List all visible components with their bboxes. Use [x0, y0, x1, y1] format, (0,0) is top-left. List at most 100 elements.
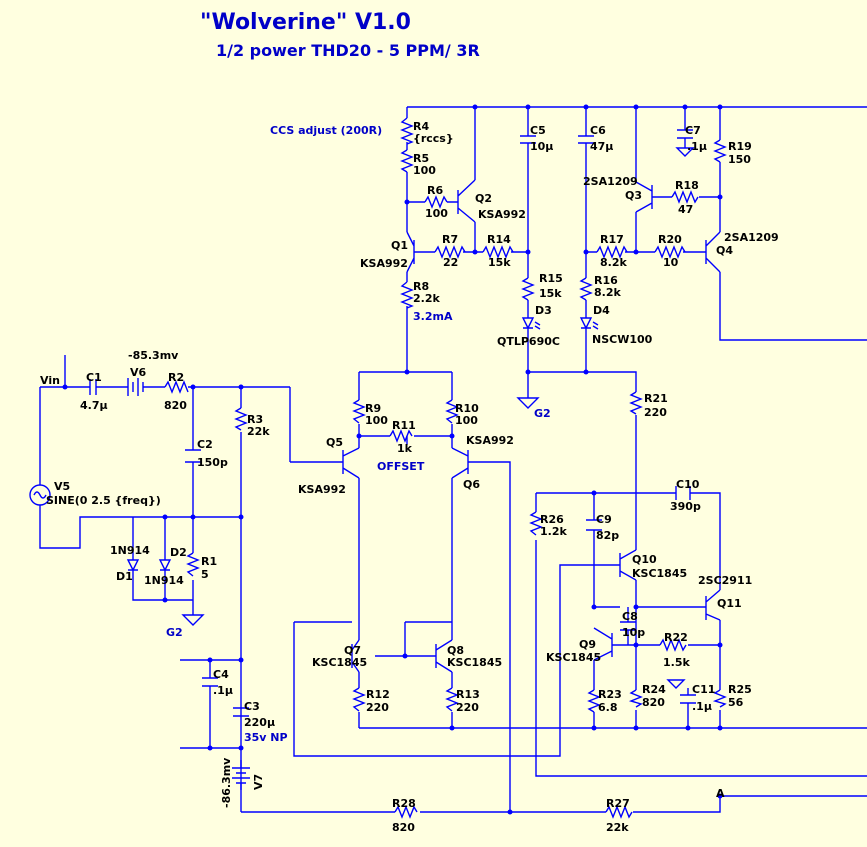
r23-val: 6.8: [598, 701, 618, 714]
r4-ref: R4: [413, 120, 429, 133]
c2-val: 150p: [197, 456, 228, 469]
r7-ref: R7: [442, 233, 458, 246]
r22-val: 1.5k: [663, 656, 690, 669]
r15-ref: R15: [539, 272, 563, 285]
r9-val: 100: [365, 414, 388, 427]
d1-ref: D1: [116, 570, 133, 583]
node-a-label: A: [716, 787, 725, 800]
c5-ref: C5: [530, 124, 546, 137]
r8-val: 2.2k: [413, 292, 440, 305]
r10-ref: R10: [455, 402, 479, 415]
r24-val: 820: [642, 696, 665, 709]
d3-ref: D3: [535, 304, 552, 317]
r11-val: 1k: [397, 442, 413, 455]
c3-ref: C3: [244, 700, 260, 713]
r14-ref: R14: [487, 233, 511, 246]
r28-val: 820: [392, 821, 415, 834]
v6-ref: V6: [130, 366, 147, 379]
capacitors: [89, 129, 696, 717]
wires: [39, 106, 867, 813]
r11-ref: R11: [392, 419, 416, 432]
schematic-title: "Wolverine" V1.0: [200, 10, 411, 35]
q9-ref: Q9: [579, 638, 596, 651]
r20-ref: R20: [658, 233, 682, 246]
r5-ref: R5: [413, 152, 429, 165]
r4-val: {rccs}: [413, 132, 454, 145]
r26-ref: R26: [540, 513, 564, 526]
c4-val: .1µ: [213, 684, 233, 697]
q10-val: KSC1845: [632, 567, 687, 580]
v6-value: -85.3mv: [128, 349, 179, 362]
r25-val: 56: [728, 696, 744, 709]
q10-ref: Q10: [632, 553, 657, 566]
c1-val: 4.7µ: [80, 399, 108, 412]
q5-ref: Q5: [326, 436, 343, 449]
r10-val: 100: [455, 414, 478, 427]
r27-ref: R27: [606, 797, 630, 810]
c3-voltage-note: 35v NP: [244, 731, 288, 744]
g2-label-left: G2: [166, 626, 183, 639]
r14-val: 15k: [488, 256, 511, 269]
q7-ref: Q7: [344, 644, 361, 657]
r17-ref: R17: [600, 233, 624, 246]
q5-val: KSA992: [298, 483, 346, 496]
c6-val: 47µ: [590, 140, 613, 153]
g2-label-mid: G2: [534, 407, 551, 420]
r6-ref: R6: [427, 184, 443, 197]
c7-val: .1µ: [687, 140, 707, 153]
q3-val: 2SA1209: [583, 175, 638, 188]
r13-val: 220: [456, 701, 479, 714]
q9-val: KSC1845: [546, 651, 601, 664]
r1-val: 5: [201, 568, 209, 581]
c11-val: .1µ: [692, 700, 712, 713]
r25-ref: R25: [728, 683, 752, 696]
c6-ref: C6: [590, 124, 606, 137]
q1-val: KSA992: [360, 257, 408, 270]
c10-ref: C10: [676, 478, 700, 491]
r21-ref: R21: [644, 392, 668, 405]
q6-ref: Q6: [463, 478, 480, 491]
r3-val: 22k: [247, 425, 270, 438]
q7-val: KSC1845: [312, 656, 367, 669]
r9-ref: R9: [365, 402, 381, 415]
r2-val: 820: [164, 399, 187, 412]
c5-val: 10µ: [530, 140, 553, 153]
d4-ref: D4: [593, 304, 610, 317]
c2-ref: C2: [197, 438, 213, 451]
q4-ref: Q4: [716, 244, 733, 257]
q11-val: 2SC2911: [698, 574, 752, 587]
r18-val: 47: [678, 203, 693, 216]
schematic-subtitle: 1/2 power THD20 - 5 PPM/ 3R: [216, 41, 480, 60]
r17-val: 8.2k: [600, 256, 627, 269]
r7-val: 22: [443, 256, 458, 269]
q11-ref: Q11: [717, 597, 742, 610]
r1-ref: R1: [201, 555, 217, 568]
ccs-adjust-note: CCS adjust (200R): [270, 124, 382, 137]
r16-ref: R16: [594, 274, 618, 287]
d4-val: NSCW100: [592, 333, 653, 346]
r21-val: 220: [644, 406, 667, 419]
r20-val: 10: [663, 256, 679, 269]
q2-val: KSA992: [478, 208, 526, 221]
q1-ref: Q1: [391, 239, 408, 252]
v7-value: -86.3mv: [220, 757, 233, 808]
vin-label: Vin: [40, 374, 60, 387]
q4-val: 2SA1209: [724, 231, 779, 244]
c1-ref: C1: [86, 371, 102, 384]
v7-ref: V7: [252, 774, 265, 790]
c8-ref: C8: [622, 610, 638, 623]
r23-ref: R23: [598, 688, 622, 701]
r12-ref: R12: [366, 688, 390, 701]
r28-ref: R28: [392, 797, 416, 810]
r12-val: 220: [366, 701, 389, 714]
d1-val: 1N914: [110, 544, 150, 557]
q8-ref: Q8: [447, 644, 464, 657]
annotations: CCS adjust (200R) 3.2mA OFFSET Vin -85.3…: [40, 124, 725, 808]
c8-val: 10p: [622, 626, 645, 639]
d2-ref: D2: [170, 546, 187, 559]
c10-val: 390p: [670, 500, 701, 513]
c3-val: 220µ: [244, 716, 275, 729]
offset-note: OFFSET: [377, 460, 425, 473]
c9-val: 82p: [596, 529, 619, 542]
